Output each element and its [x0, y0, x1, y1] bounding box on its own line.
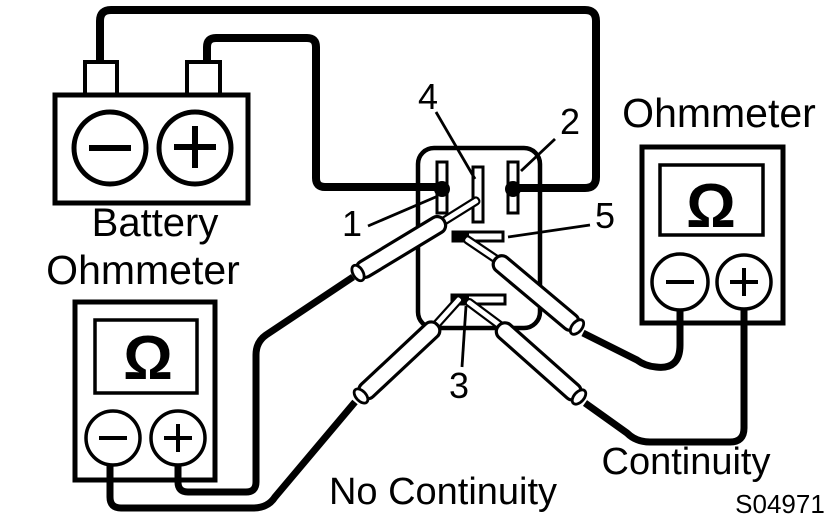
ohmmeter-left: Ω [72, 299, 218, 483]
omega-icon: Ω [123, 324, 173, 393]
wire-battery-positive-to-terminal1 [203, 34, 441, 191]
terminal-4-blade [471, 165, 485, 224]
terminal-2-junction-dot [505, 181, 521, 197]
leader-terminal-4 [434, 111, 477, 180]
battery-label: Battery [92, 201, 219, 245]
continuity-label: Continuity [602, 441, 771, 483]
leader-terminal-3 [460, 305, 468, 368]
terminal-1-junction-dot [434, 181, 450, 197]
probe-butt-cap [350, 263, 366, 283]
wire-right-positive-to-probe [582, 310, 748, 446]
probe-terminal3-left [352, 295, 464, 405]
terminal-2-number: 2 [560, 101, 580, 142]
probe-terminal4 [350, 196, 481, 283]
leader-terminal-1 [367, 194, 439, 228]
wire-battery-negative-to-terminal2 [96, 6, 600, 192]
leader-terminal-5 [507, 223, 591, 239]
probe-butt-cap [568, 318, 586, 336]
ohmmeter-left-label: Ohmmeter [46, 247, 240, 293]
terminal-3-number: 3 [449, 365, 469, 406]
ohmmeter-right-label: Ohmmeter [622, 90, 816, 136]
ohmmeter-right: Ω [639, 144, 786, 326]
battery [52, 60, 251, 206]
battery-post-right [185, 60, 222, 97]
wire-left-positive-to-probe [174, 274, 355, 496]
wire-right-negative-to-probe [581, 310, 684, 371]
no-continuity-label: No Continuity [329, 471, 557, 513]
probe-terminal3-right [464, 297, 588, 406]
battery-post-left [83, 60, 119, 97]
ohmmeter-left-display [93, 318, 199, 395]
probe-butt-cap [570, 388, 588, 406]
probe-butt-cap [352, 387, 370, 405]
figure-code: S04971 [735, 489, 825, 519]
terminal-5-number: 5 [595, 195, 615, 236]
omega-icon: Ω [686, 172, 736, 241]
terminal-4-number: 4 [418, 76, 438, 117]
probe-handle [357, 320, 442, 401]
wire-left-negative-to-probe [106, 399, 358, 512]
leader-terminal-2 [520, 137, 556, 173]
probe-terminal5 [463, 235, 586, 336]
terminal-1-number: 1 [342, 203, 362, 244]
terminal-5-contact [453, 232, 469, 241]
ohmmeter-right-display [658, 163, 765, 237]
